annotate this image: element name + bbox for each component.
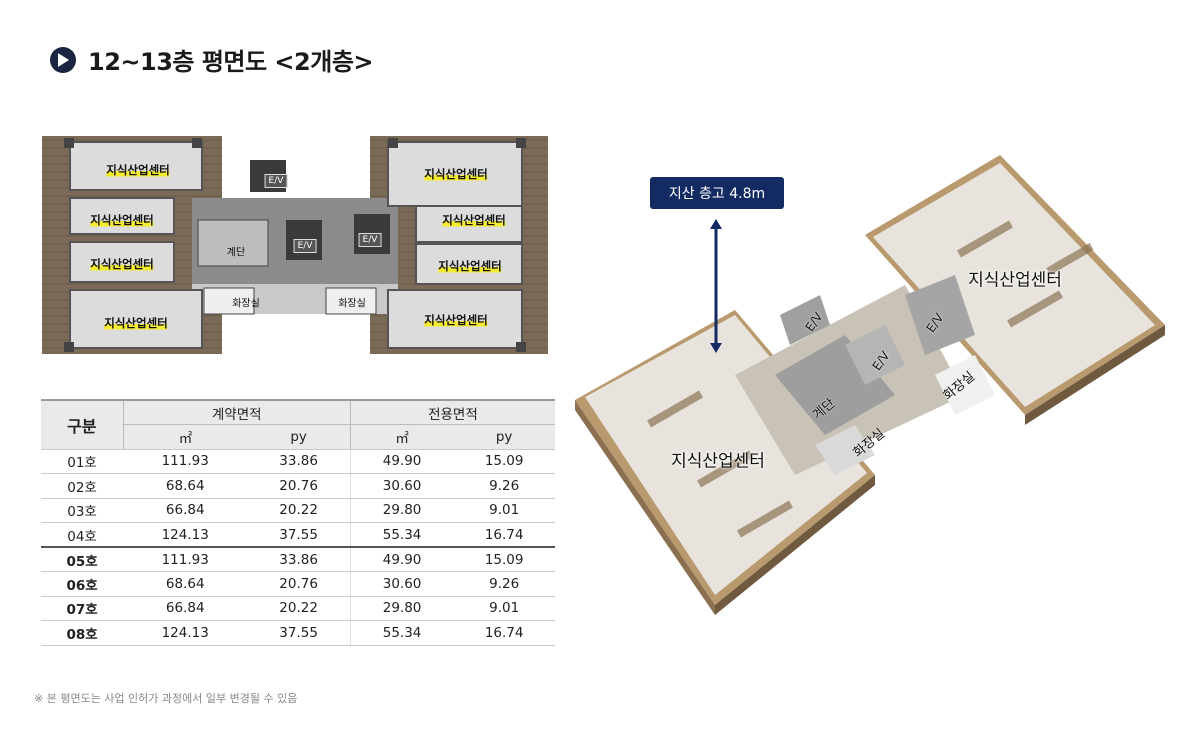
iso-unit-label: 지식산업센터 xyxy=(968,270,1062,291)
excl-m2-cell: 49.90 xyxy=(349,546,454,572)
table-row: 08호 124.13 37.55 55.34 16.74 xyxy=(41,620,555,646)
table-row: 03호 66.84 20.22 29.80 9.01 xyxy=(41,498,555,523)
excl-py-cell: 15.09 xyxy=(453,449,555,474)
excl-py-cell: 9.26 xyxy=(453,571,555,597)
plan-unit-label: 지식산업센터 xyxy=(438,258,502,274)
page-title: 12~13층 평면도 <2개층> xyxy=(88,48,374,76)
col-gubun: 구분 xyxy=(41,399,124,450)
plan-unit-label: 지식산업센터 xyxy=(104,315,168,331)
excl-py-cell: 16.74 xyxy=(453,620,555,646)
floor-plan-3d: 지식산업센터 지식산업센터 E/V E/V E/V 계단 화장실 화장실 xyxy=(575,145,1175,615)
excl-m2-cell: 30.60 xyxy=(349,473,454,499)
table-row: 06호 68.64 20.76 30.60 9.26 xyxy=(41,571,555,597)
floor-plan-2d: 지식산업센터 지식산업센터 지식산업센터 지식산업센터 지식산업센터 지식산업센… xyxy=(42,136,548,354)
page-header: 12~13층 평면도 <2개층> xyxy=(50,42,374,77)
unit-cell: 07호 xyxy=(41,596,124,621)
ceiling-height-badge: 지산 층고 4.8m xyxy=(650,177,784,209)
excl-m2-cell: 29.80 xyxy=(349,498,454,523)
contract-py-cell: 33.86 xyxy=(247,449,351,474)
unit-cell: 05호 xyxy=(41,546,124,572)
excl-py-cell: 15.09 xyxy=(453,546,555,572)
unit-cell: 04호 xyxy=(41,522,124,548)
table-row: 02호 68.64 20.76 30.60 9.26 xyxy=(41,473,555,499)
plan-stairs-label: 계단 xyxy=(226,247,246,259)
contract-py-cell: 20.76 xyxy=(247,473,351,499)
contract-m2-cell: 124.13 xyxy=(123,620,248,646)
col-unit-py: py xyxy=(453,424,555,450)
col-contract-area: 계약면적 xyxy=(123,399,351,425)
contract-py-cell: 37.55 xyxy=(247,522,351,548)
plan-ev-label: E/V xyxy=(358,233,382,247)
plan-unit-label: 지식산업센터 xyxy=(424,312,488,328)
unit-cell: 06호 xyxy=(41,571,124,597)
plan-restroom-label: 화장실 xyxy=(338,298,366,310)
area-table: 구분 계약면적 전용면적 ㎡ py ㎡ py 01호 111.93 33.86 … xyxy=(41,399,555,646)
plan-unit-label: 지식산업센터 xyxy=(424,166,488,182)
excl-m2-cell: 49.90 xyxy=(349,449,454,474)
plan-unit-label: 지식산업센터 xyxy=(106,162,170,178)
excl-py-cell: 9.01 xyxy=(453,498,555,523)
contract-m2-cell: 68.64 xyxy=(123,473,248,499)
excl-m2-cell: 30.60 xyxy=(349,571,454,597)
play-icon xyxy=(50,46,76,73)
iso-unit-label: 지식산업센터 xyxy=(671,451,765,472)
unit-cell: 02호 xyxy=(41,473,124,499)
contract-py-cell: 37.55 xyxy=(247,620,351,646)
table-row: 05호 111.93 33.86 49.90 15.09 xyxy=(41,546,555,572)
footnote: ※ 본 평면도는 사업 인허가 과정에서 일부 변경될 수 있음 xyxy=(34,692,298,705)
table-row: 04호 124.13 37.55 55.34 16.74 xyxy=(41,522,555,548)
contract-py-cell: 20.76 xyxy=(247,571,351,597)
excl-m2-cell: 55.34 xyxy=(349,620,454,646)
plan-unit-label: 지식산업센터 xyxy=(90,212,154,228)
contract-m2-cell: 68.64 xyxy=(123,571,248,597)
col-exclusive-area: 전용면적 xyxy=(349,399,555,425)
contract-py-cell: 20.22 xyxy=(247,596,351,621)
contract-m2-cell: 66.84 xyxy=(123,596,248,621)
excl-py-cell: 9.26 xyxy=(453,473,555,499)
col-unit-m2: ㎡ xyxy=(123,424,248,450)
contract-py-cell: 33.86 xyxy=(247,546,351,572)
plan-unit-label: 지식산업센터 xyxy=(442,212,506,228)
col-unit-m2: ㎡ xyxy=(349,424,454,450)
excl-m2-cell: 29.80 xyxy=(349,596,454,621)
contract-m2-cell: 111.93 xyxy=(123,546,248,572)
contract-py-cell: 20.22 xyxy=(247,498,351,523)
excl-m2-cell: 55.34 xyxy=(349,522,454,548)
col-unit-py: py xyxy=(247,424,351,450)
contract-m2-cell: 124.13 xyxy=(123,522,248,548)
contract-m2-cell: 111.93 xyxy=(123,449,248,474)
plan-ev-label: E/V xyxy=(293,239,317,253)
contract-m2-cell: 66.84 xyxy=(123,498,248,523)
table-row: 07호 66.84 20.22 29.80 9.01 xyxy=(41,596,555,621)
excl-py-cell: 9.01 xyxy=(453,596,555,621)
unit-cell: 03호 xyxy=(41,498,124,523)
unit-cell: 01호 xyxy=(41,449,124,474)
unit-cell: 08호 xyxy=(41,620,124,646)
plan-restroom-label: 화장실 xyxy=(232,298,260,310)
table-row: 01호 111.93 33.86 49.90 15.09 xyxy=(41,449,555,474)
excl-py-cell: 16.74 xyxy=(453,522,555,548)
plan-ev-label: E/V xyxy=(264,174,288,188)
plan-unit-label: 지식산업센터 xyxy=(90,256,154,272)
